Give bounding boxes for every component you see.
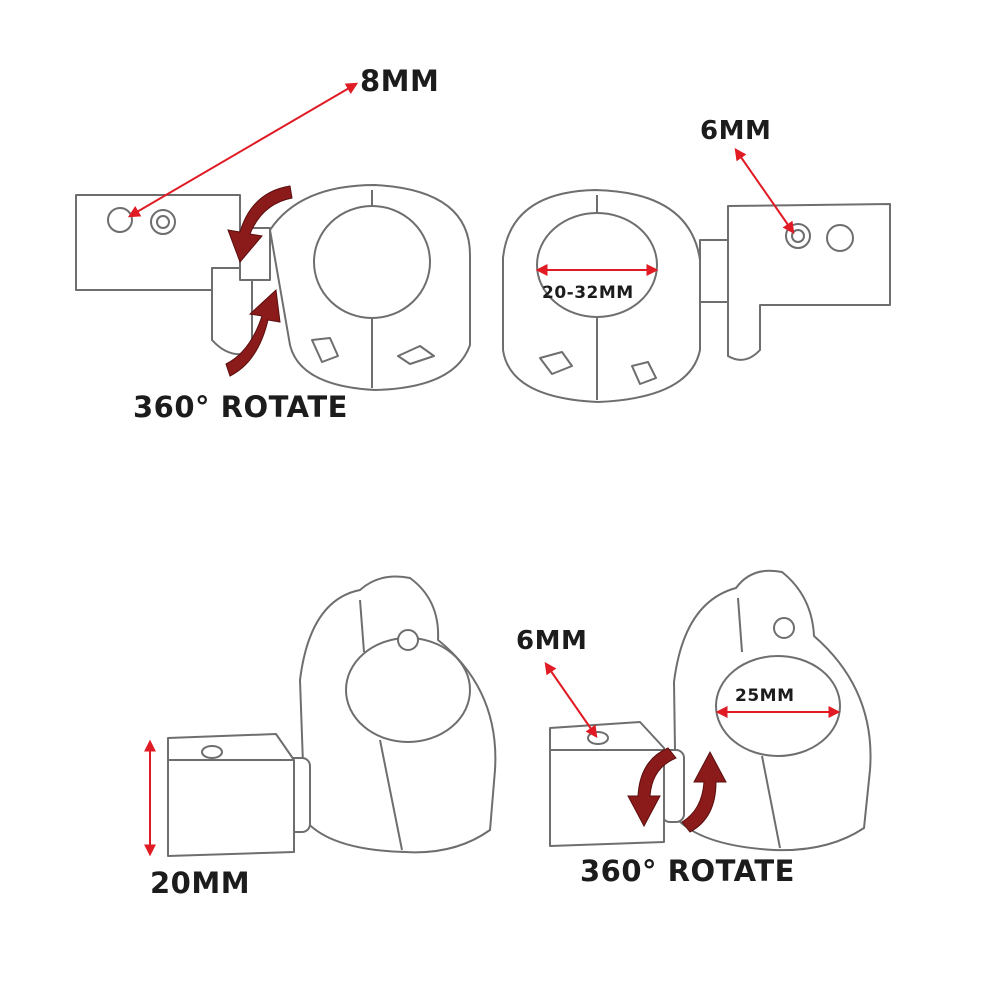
label-360-rotate-top: 360° ROTATE: [133, 390, 348, 424]
clamp-bore: [715, 655, 841, 757]
label-20-32mm: 20-32MM: [542, 283, 634, 303]
label-8mm: 8MM: [360, 64, 440, 98]
bolt-hole: [826, 224, 854, 252]
bolt-hole: [201, 745, 223, 759]
bottom-left-clamp: [167, 575, 497, 857]
rotate-arrow-icon: [681, 750, 727, 833]
dimension-arrow-6mm-top: [734, 148, 795, 234]
bolt-hole: [587, 731, 609, 745]
label-20mm: 20MM: [150, 866, 251, 900]
threaded-hole: [150, 209, 176, 235]
label-360-rotate-bottom: 360° ROTATE: [580, 854, 795, 888]
label-6mm-top: 6MM: [700, 116, 772, 146]
label-25mm: 25MM: [735, 686, 795, 706]
rotate-arrow-icon: [225, 288, 281, 377]
dimension-arrow-6mm-bottom: [544, 662, 598, 738]
label-6mm-bottom: 6MM: [516, 626, 588, 656]
top-left-clamp: [75, 184, 471, 391]
pivot-bolt: [773, 617, 795, 639]
clamp-bore: [345, 637, 471, 743]
pivot-bolt: [397, 629, 419, 651]
rotate-arrow-icon: [227, 185, 293, 263]
bolt-hole: [107, 207, 133, 233]
clamp-bore: [313, 205, 431, 319]
dimension-arrow-8mm: [127, 82, 359, 218]
rotate-arrow-icon: [627, 747, 677, 828]
